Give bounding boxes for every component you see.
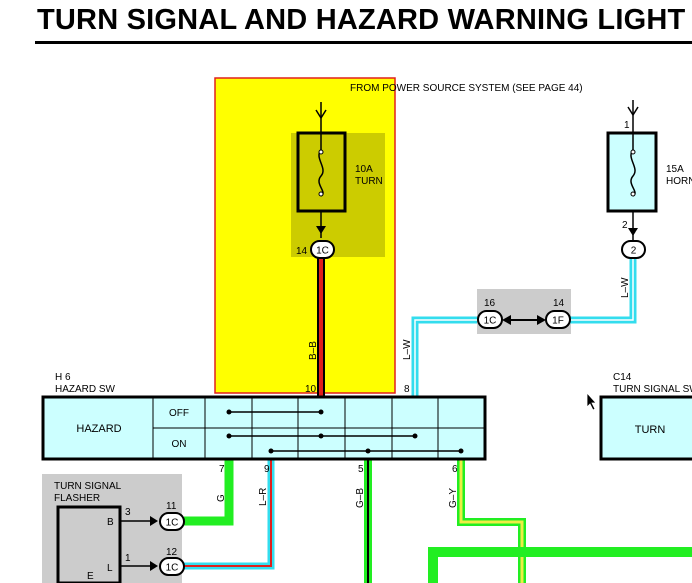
flasher-connector-l [159, 557, 185, 576]
flasher-body [56, 505, 122, 583]
title-rule [35, 41, 692, 44]
page-title: TURN SIGNAL AND HAZARD WARNING LIGHT [37, 4, 686, 36]
junction-left-pin: 16 [484, 298, 496, 309]
wire-label-g-y: G–Y [448, 488, 459, 508]
flasher-terminal-l: L [107, 563, 113, 574]
flasher-label-line2: FLASHER [54, 493, 100, 504]
connector-1c-turn-label: 1C [316, 246, 329, 257]
wire-label-b-b: B–B [308, 341, 319, 360]
hazard-code: H 6 [55, 372, 71, 383]
wire-label-g: G [216, 494, 227, 502]
hazard-pin-9: 9 [264, 464, 270, 475]
hazard-pin-10: 10 [305, 384, 317, 395]
flasher-terminal-b: B [107, 517, 114, 528]
mouse-cursor-icon [586, 391, 597, 411]
wire-g-y [457, 459, 526, 583]
hazard-pin-5: 5 [358, 464, 364, 475]
pin-14-turn: 14 [296, 246, 308, 257]
c14-name: TURN SIGNAL SW [613, 384, 692, 395]
flasher-pin-3: 3 [125, 507, 131, 518]
hazard-pin-6: 6 [452, 464, 458, 475]
connector-1c-turn [310, 240, 335, 259]
junction-right-pin: 14 [553, 298, 565, 309]
hazard-pin-7: 7 [219, 464, 225, 475]
fuse-turn-name: TURN [355, 176, 383, 187]
flasher-connector-b-pin: 11 [166, 501, 177, 512]
junction-right-label: 1F [552, 316, 564, 327]
hazard-on-label: ON [172, 439, 187, 450]
hazard-pin-8: 8 [404, 384, 410, 395]
flasher-connector-l-pin: 12 [166, 547, 178, 558]
fuse-horn-pin-1: 1 [624, 120, 630, 131]
flasher-pin-1: 1 [125, 553, 131, 564]
flasher-shade [42, 474, 182, 583]
fuse-turn-amp: 10A [355, 164, 373, 175]
wire-l-r [184, 459, 275, 570]
c14-code: C14 [613, 372, 632, 383]
fuse-horn [606, 100, 658, 240]
c14-body-label: TURN [635, 424, 666, 436]
fuse-horn-name: HORN [666, 176, 692, 187]
hazard-body-label: HAZARD [76, 423, 121, 435]
wire-label-l-w-left: L–W [402, 339, 413, 360]
wire-green-bottom [428, 547, 692, 583]
hazard-off-label: OFF [169, 408, 189, 419]
flasher-terminal-e: E [87, 571, 94, 582]
flasher-label-line1: TURN SIGNAL [54, 481, 122, 492]
flasher-connector-b-label: 1C [166, 518, 179, 529]
junction-connectors [477, 310, 571, 329]
wire-g [184, 459, 234, 526]
wire-label-g-b: G–B [355, 488, 366, 508]
hazard-name: HAZARD SW [55, 384, 116, 395]
fuse-turn [296, 102, 347, 238]
fuse-turn-shade [291, 133, 385, 257]
turn-signal-switch [599, 395, 692, 461]
hazard-switch [41, 395, 487, 461]
flasher-connector-b [159, 512, 185, 531]
wire-label-l-r: L–R [258, 488, 269, 506]
wire-l-w [411, 258, 637, 396]
fuse-horn-pin-2: 2 [622, 220, 628, 231]
power-source-label: FROM POWER SOURCE SYSTEM (SEE PAGE 44) [350, 83, 583, 94]
connector-2-horn-label: 2 [631, 246, 637, 257]
connector-2-horn [621, 240, 646, 259]
flasher-connector-l-label: 1C [166, 563, 179, 574]
flasher-leads [120, 516, 158, 571]
junction-left-label: 1C [484, 316, 497, 327]
fuse-horn-amp: 15A [666, 164, 684, 175]
wire-label-l-w-right: L–W [620, 277, 631, 298]
